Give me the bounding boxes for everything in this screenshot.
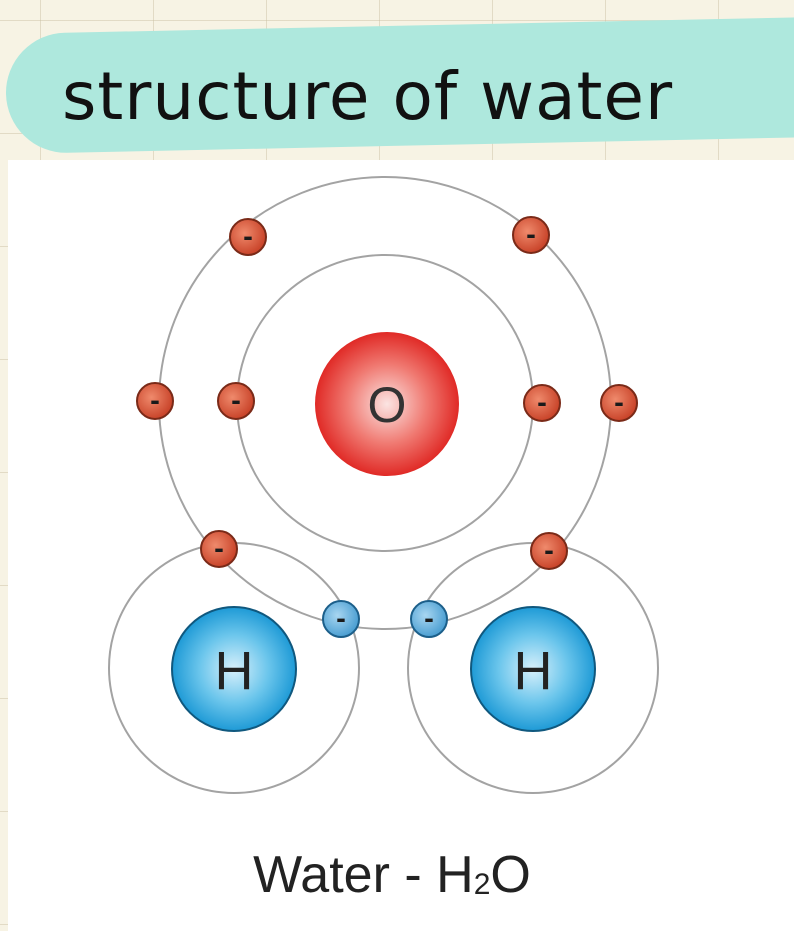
svg-text:-: - xyxy=(150,387,160,415)
electron-shared-right: - xyxy=(410,600,448,638)
electron: - xyxy=(217,382,255,420)
svg-text:-: - xyxy=(214,535,224,563)
caption-subscript: 2 xyxy=(473,868,491,901)
svg-text:-: - xyxy=(614,389,624,417)
electron: - xyxy=(200,530,238,568)
electron: - xyxy=(530,532,568,570)
svg-text:-: - xyxy=(243,223,253,251)
svg-text:-: - xyxy=(537,389,547,417)
oxygen-label: O xyxy=(368,377,407,433)
svg-text:-: - xyxy=(424,605,434,633)
oxygen-electrons: - - - - - - - - xyxy=(136,216,638,570)
caption-text: Water - H xyxy=(253,846,474,904)
hydrogen-nucleus-right: H xyxy=(470,606,596,732)
shared-electrons: - - xyxy=(322,600,448,638)
caption-text-end: O xyxy=(490,846,531,904)
svg-text:-: - xyxy=(231,387,241,415)
electron-shared-left: - xyxy=(322,600,360,638)
electron: - xyxy=(600,384,638,422)
hydrogen-label-right: H xyxy=(514,641,553,701)
hydrogen-nucleus-left: H xyxy=(171,606,297,732)
diagram-panel xyxy=(8,160,794,931)
electron: - xyxy=(523,384,561,422)
electron: - xyxy=(136,382,174,420)
hydrogen-label-left: H xyxy=(215,641,254,701)
page-title: structure of water xyxy=(62,58,674,135)
electron: - xyxy=(512,216,550,254)
oxygen-nucleus: O xyxy=(315,332,459,476)
svg-text:-: - xyxy=(336,605,346,633)
electron: - xyxy=(229,218,267,256)
svg-text:-: - xyxy=(544,537,554,565)
svg-text:-: - xyxy=(526,221,536,249)
formula-caption: Water - H2O xyxy=(0,845,784,905)
